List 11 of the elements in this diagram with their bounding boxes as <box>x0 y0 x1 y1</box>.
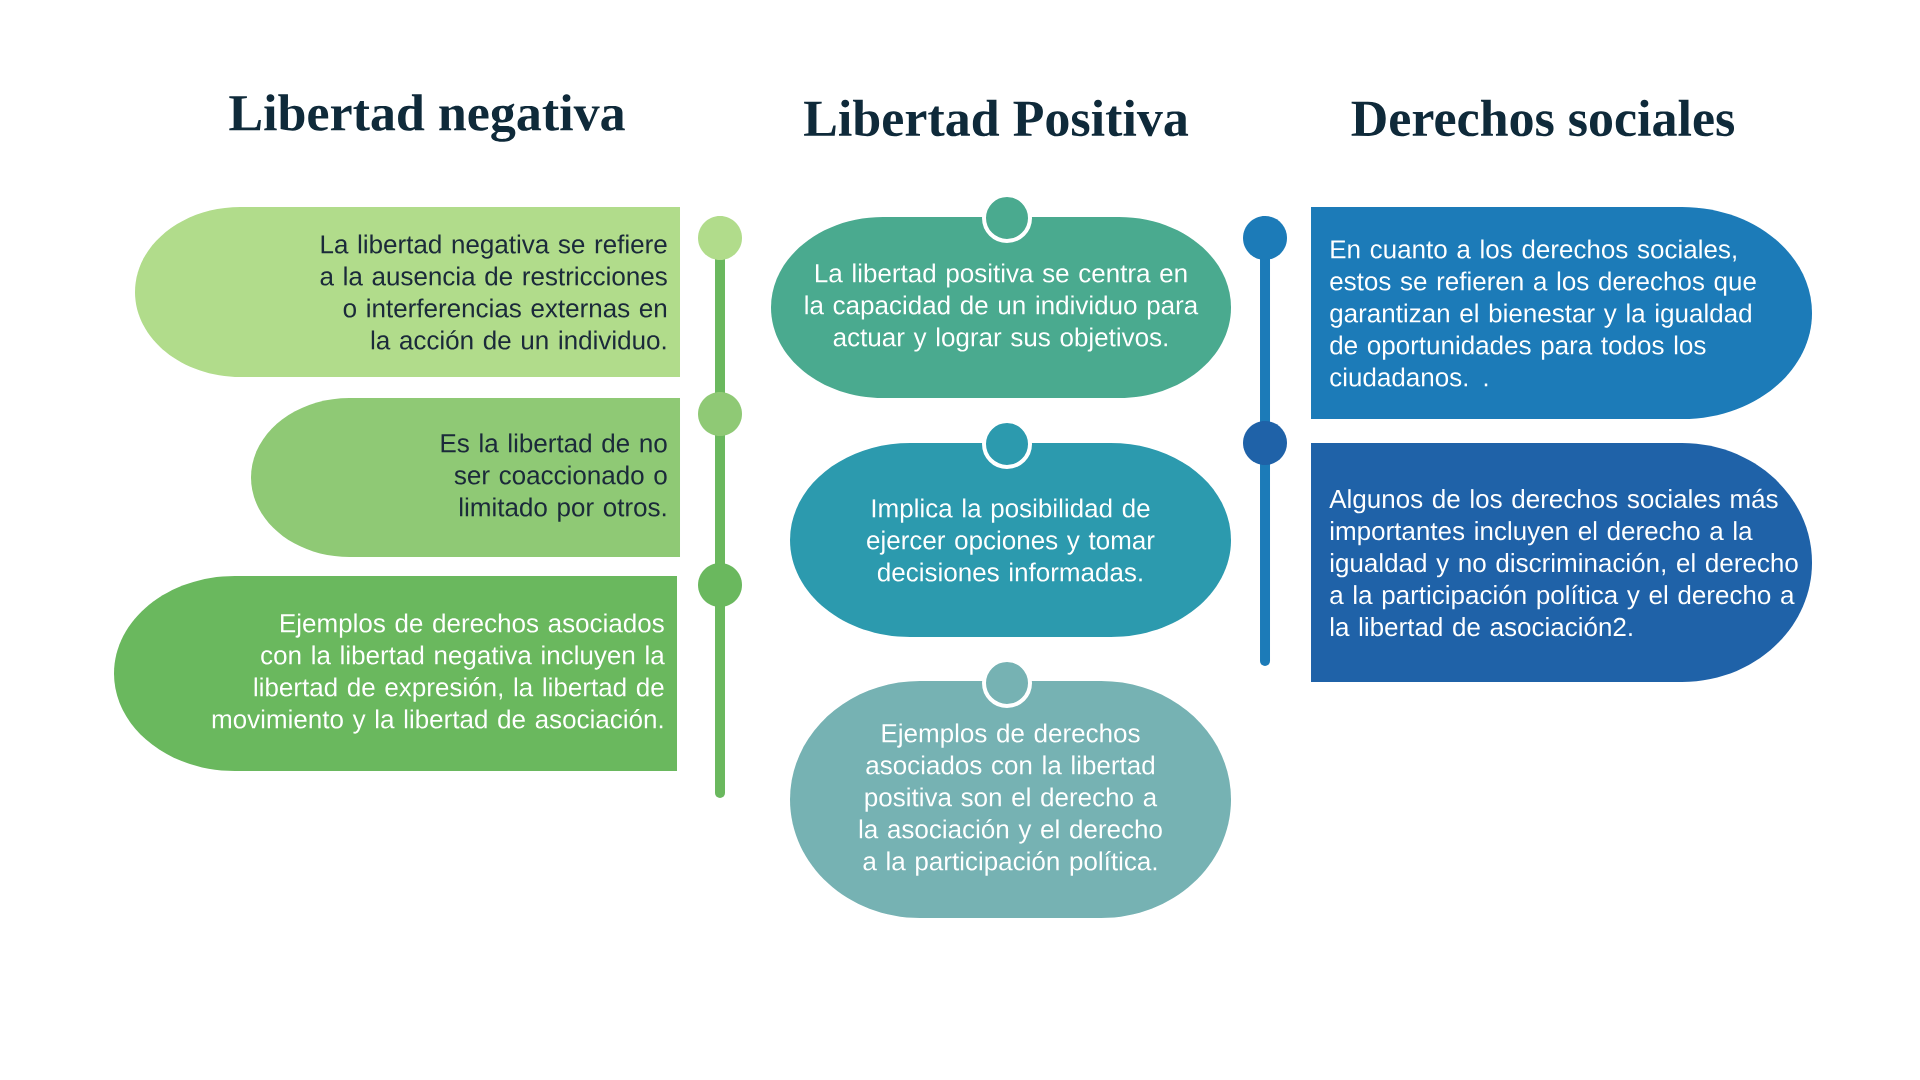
text-box: Ejemplos de derechos asociados con la libertad negativa incluyen la libertad de expresión, la libertad de movimiento y la libertad de asociación. <box>114 576 677 771</box>
text-box: En cuanto a los derechos sociales, estos se refieren a los derechos que garantizan el bienestar y la igualdad de oportunidades para todos los ciudadanos. . <box>1311 207 1812 419</box>
column-heading: Libertad negativa <box>229 94 625 142</box>
text-box: Ejemplos de derechos asociados con la libertad positiva son el derecho a la asociación y el derecho a la participación política. <box>790 681 1231 918</box>
text-box: Es la libertad de no ser coaccionado o limitado por otros. <box>251 398 680 557</box>
text-box: La libertad negativa se refiere a la ausencia de restricciones o interferencias externas en la acción de un individuo. <box>135 207 680 377</box>
column-heading: Libertad Positiva <box>804 99 1189 137</box>
column-heading: Derechos sociales <box>1351 99 1735 137</box>
text-box: La libertad positiva se centra en la capacidad de un individuo para actuar y lograr sus objetivos. <box>771 217 1231 398</box>
text-box: Algunos de los derechos sociales más importantes incluyen el derecho a la igualdad y no discriminación, el derecho a la participación política y el derecho a la libertad de asociación2. <box>1311 443 1812 682</box>
text-box: Implica la posibilidad de ejercer opciones y tomar decisiones informadas. <box>790 443 1231 637</box>
